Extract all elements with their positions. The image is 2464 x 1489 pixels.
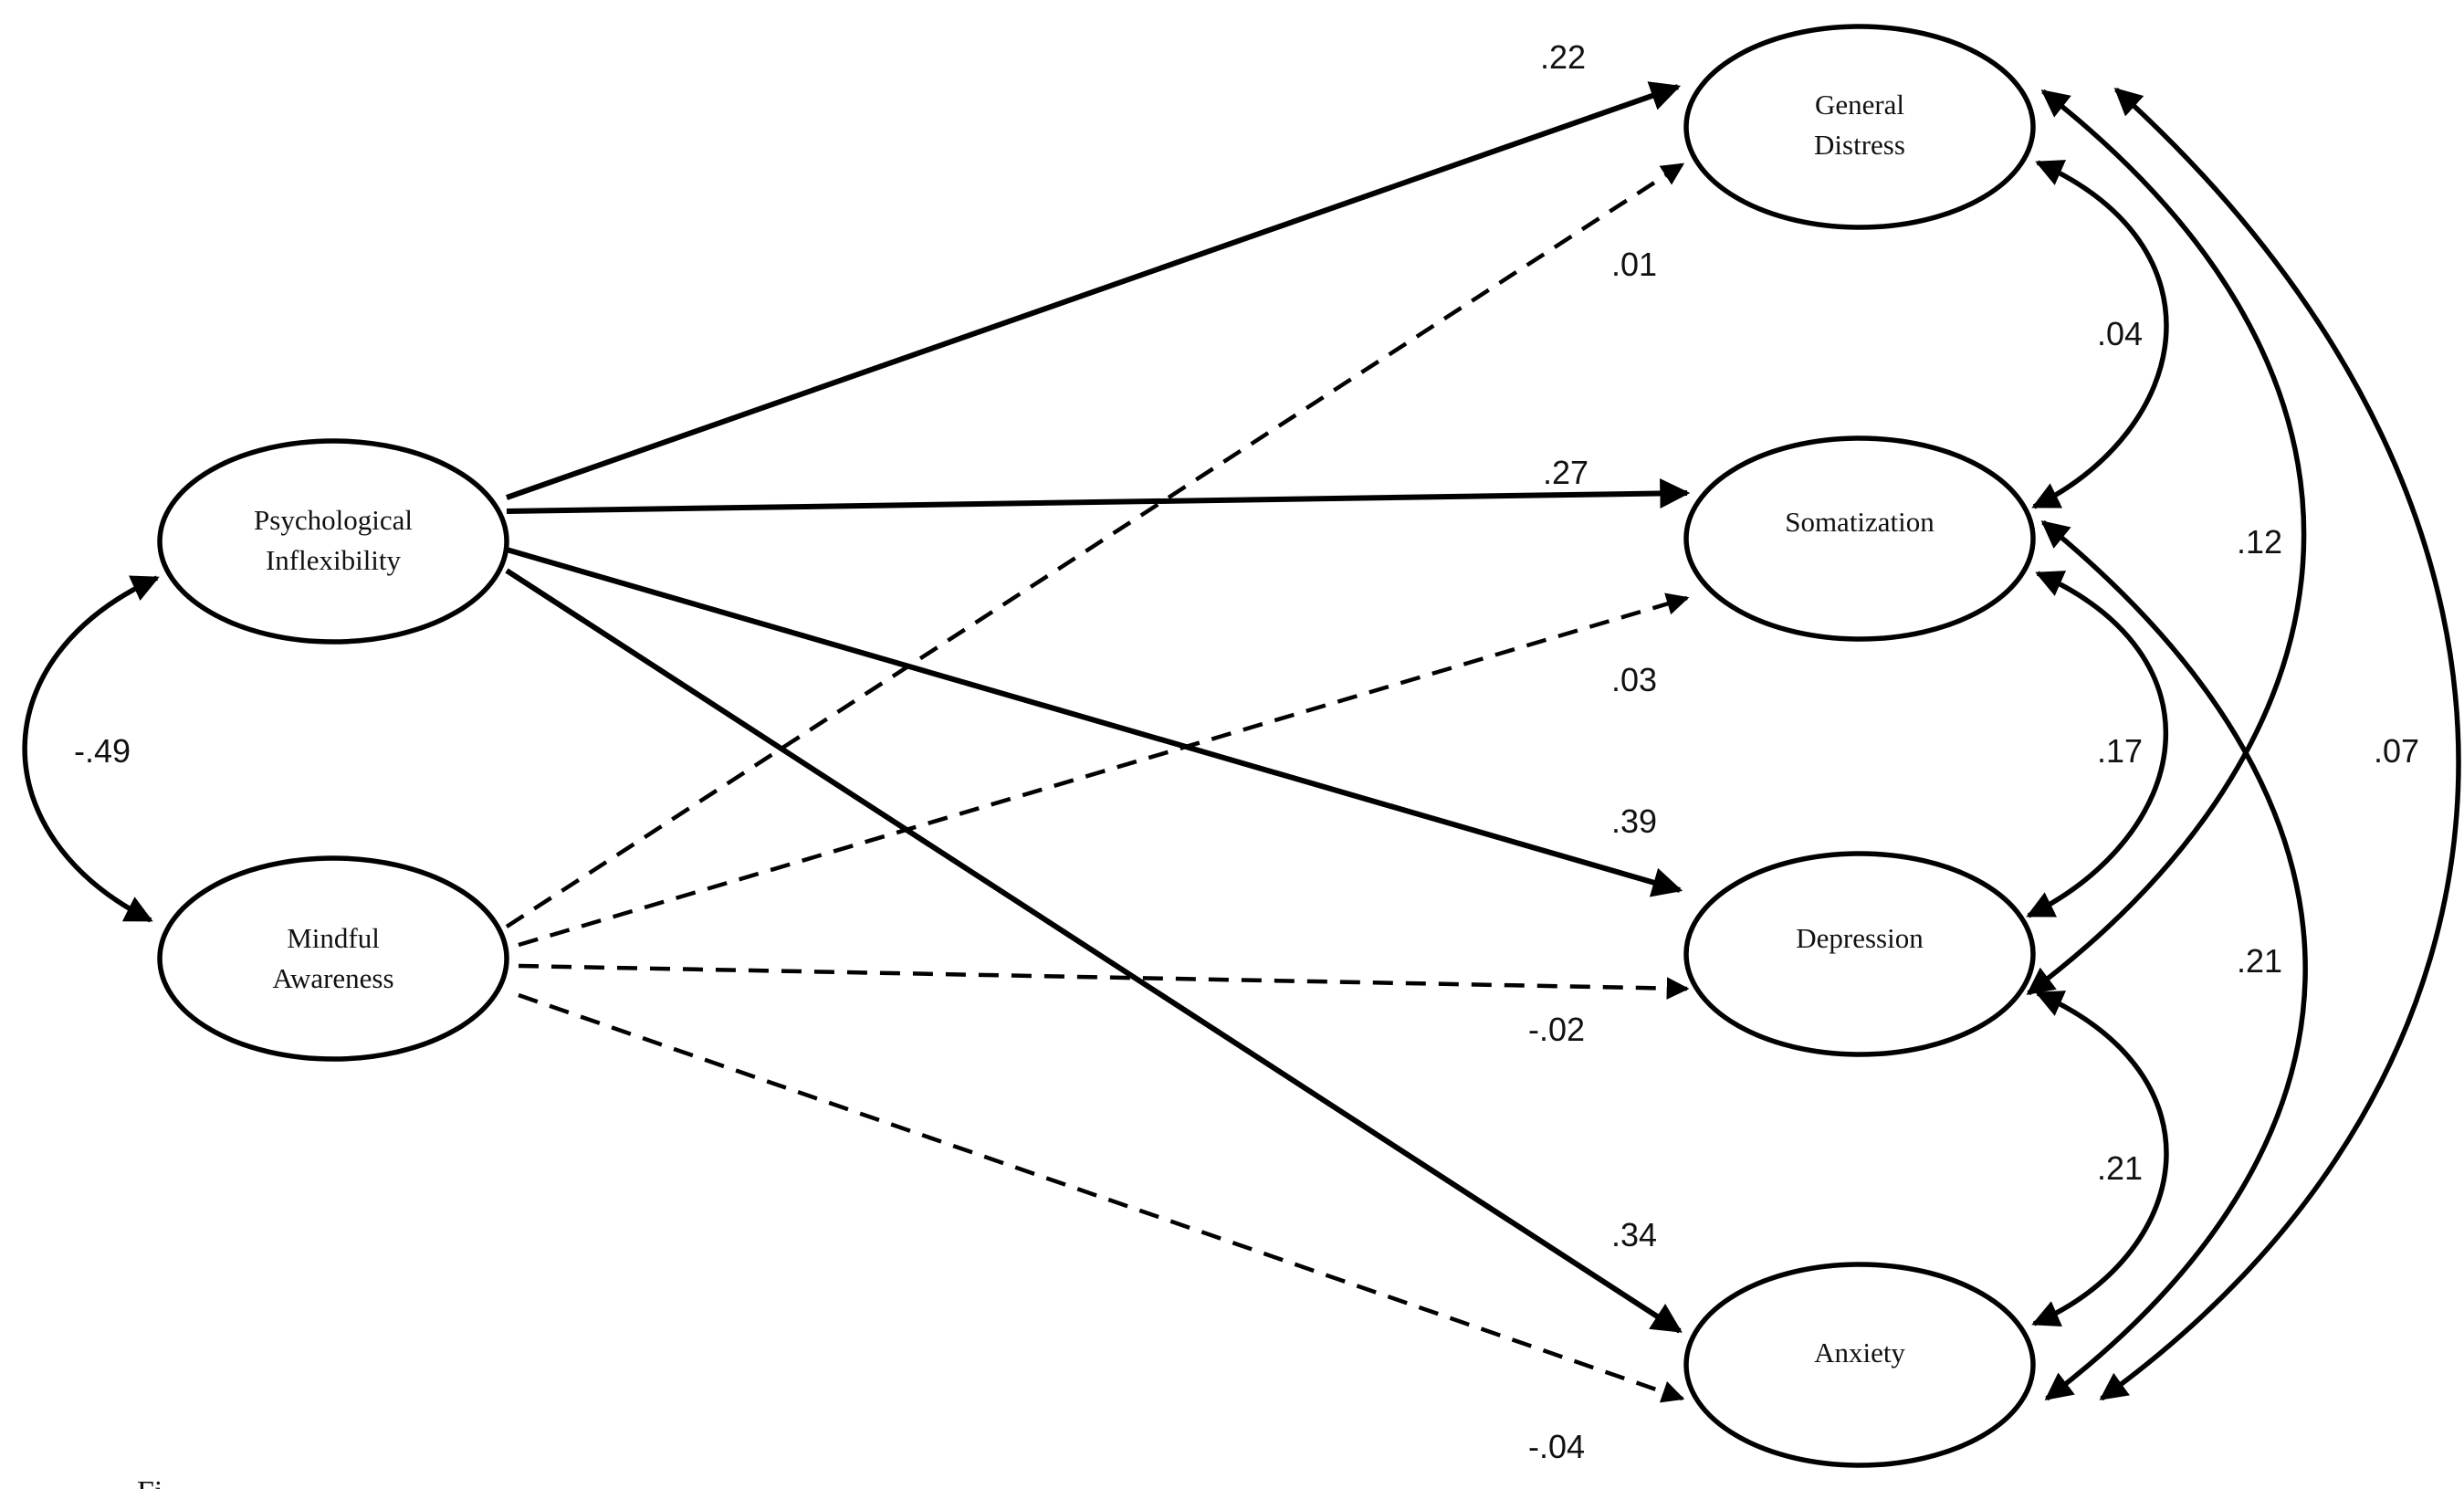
path-ma-somatization	[518, 592, 1690, 948]
node-psychological-inflexibility: Psychological Inflexibility	[157, 438, 509, 645]
path-pi-general-distress	[506, 81, 1682, 500]
node-label-line1: General	[1815, 89, 1904, 121]
coef-ma-somatization: .03	[1611, 661, 1657, 698]
node-label-line1: Mindful	[287, 922, 380, 954]
node-depression: Depression	[1683, 851, 2036, 1057]
coef-cov-dep-anx: .21	[2097, 1149, 2143, 1187]
coef-cov-som-anx: .21	[2237, 942, 2282, 980]
coef-ma-depression: -.02	[1528, 1011, 1585, 1048]
coef-cov-som-dep: .17	[2097, 732, 2143, 770]
cov-dep-anx	[2031, 991, 2169, 1326]
node-general-distress: General Distress	[1683, 24, 2036, 230]
coef-cov-gd-dep: .12	[2237, 523, 2282, 561]
coef-pi-depression: .39	[1611, 802, 1657, 840]
cov-gd-anx	[2099, 87, 2461, 1401]
node-label-line2: Inflexibility	[266, 544, 402, 576]
node-label-line2: Awareness	[272, 962, 393, 994]
node-label-line2: Distress	[1814, 129, 1905, 161]
coef-pi-somatization: .27	[1543, 454, 1588, 491]
coef-cov-gd-anx: .07	[2374, 732, 2419, 770]
node-label-line1: Depression	[1796, 922, 1924, 954]
coef-ma-general-distress: .01	[1611, 246, 1657, 283]
node-label-line1: Somatization	[1785, 506, 1935, 538]
coef-pi-anxiety: .34	[1611, 1216, 1657, 1253]
path-pi-depression	[506, 547, 1683, 897]
node-label-line1: Anxiety	[1814, 1337, 1905, 1368]
path-ma-depression	[518, 963, 1690, 1000]
coef-pi-general-distress: .22	[1540, 38, 1586, 76]
path-ma-general-distress	[505, 163, 1685, 928]
cov-som-dep	[2026, 571, 2169, 918]
cov-som-anx	[2040, 519, 2308, 1401]
path-pi-somatization	[506, 477, 1691, 514]
path-pi-anxiety	[505, 568, 1683, 1334]
figure-caption-fragment: Fi	[137, 1475, 163, 1489]
node-somatization: Somatization	[1683, 435, 2036, 642]
coef-cov-pi-ma: -.49	[74, 732, 131, 770]
cov-pi-ma	[22, 575, 160, 923]
node-anxiety: Anxiety	[1683, 1262, 2036, 1468]
coef-cov-gd-som: .04	[2097, 315, 2143, 352]
path-ma-anxiety	[518, 992, 1685, 1403]
coef-ma-anxiety: -.04	[1528, 1428, 1585, 1465]
node-label-line1: Psychological	[254, 504, 413, 536]
node-mindful-awareness: Mindful Awareness	[157, 855, 509, 1062]
cov-gd-dep	[2026, 89, 2307, 996]
